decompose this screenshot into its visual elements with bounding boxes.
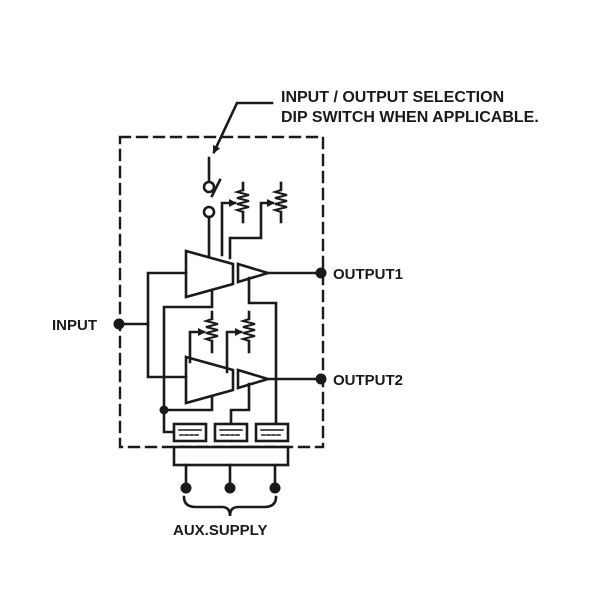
output1-terminal[interactable] bbox=[315, 267, 327, 279]
output1-label: OUTPUT1 bbox=[333, 266, 403, 283]
potentiometer-icon bbox=[188, 310, 219, 364]
junction-dot bbox=[159, 405, 169, 415]
supply-wiring-left bbox=[162, 288, 214, 434]
supply-wiring-right bbox=[229, 276, 278, 426]
dip-switch-icon bbox=[202, 156, 222, 258]
annotation-line-1: INPUT / OUTPUT SELECTION bbox=[281, 89, 504, 106]
supply-bus bbox=[172, 445, 290, 467]
brace-icon bbox=[182, 495, 278, 517]
input-label: INPUT bbox=[52, 317, 97, 334]
potentiometer-icon bbox=[228, 181, 288, 260]
aux-supply-terminal[interactable] bbox=[269, 482, 281, 494]
aux-supply-terminal[interactable] bbox=[224, 482, 236, 494]
amplifier-stage-2 bbox=[184, 355, 321, 405]
potentiometer-icon bbox=[225, 310, 256, 374]
fuse-icon bbox=[254, 422, 290, 443]
potentiometer-icon bbox=[220, 181, 250, 257]
input-wiring bbox=[118, 271, 188, 379]
annotation-leader-arrow bbox=[212, 101, 274, 154]
output2-label: OUTPUT2 bbox=[333, 372, 403, 389]
input-terminal[interactable] bbox=[113, 318, 125, 330]
annotation-line-2: DIP SWITCH WHEN APPLICABLE. bbox=[281, 109, 539, 126]
module-enclosure bbox=[118, 135, 325, 449]
aux-supply-label: AUX.SUPPLY bbox=[173, 522, 267, 539]
fuse-icon bbox=[213, 422, 249, 443]
output2-terminal[interactable] bbox=[315, 373, 327, 385]
aux-supply-terminal[interactable] bbox=[180, 482, 192, 494]
amplifier-stage-1 bbox=[184, 249, 321, 299]
fuse-icon bbox=[172, 422, 208, 443]
